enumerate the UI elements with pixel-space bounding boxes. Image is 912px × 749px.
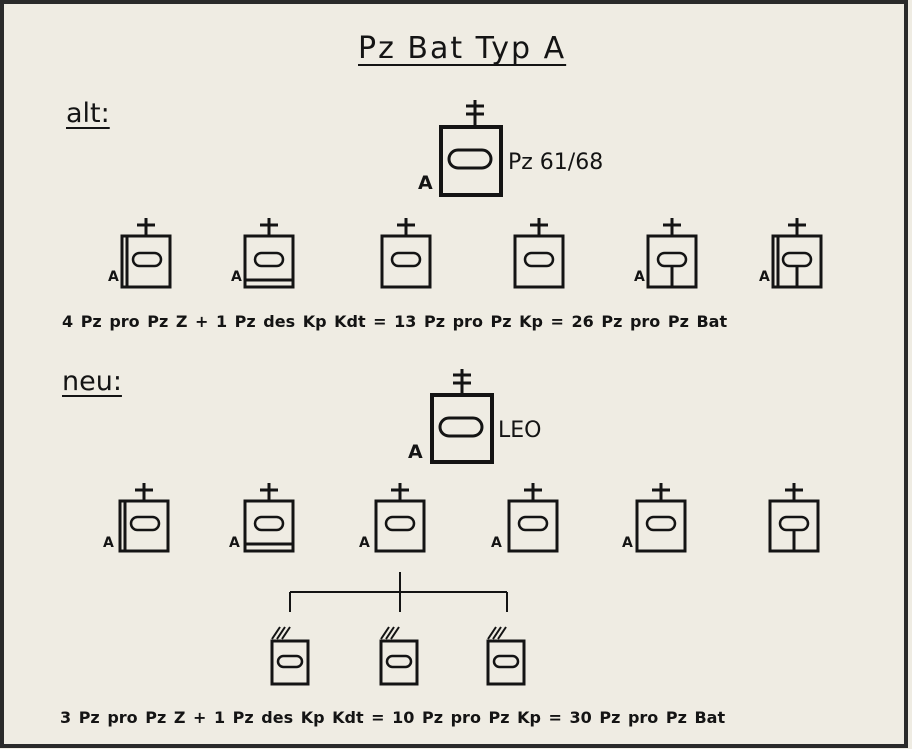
- alt-company-a-label-5: A: [634, 269, 645, 285]
- alt-company-symbol-2: [243, 218, 295, 289]
- platoon-symbol-2: [379, 626, 419, 686]
- alt-company-a-label-6: A: [759, 269, 770, 285]
- neu-company-symbol-5: [635, 483, 687, 553]
- alt-company-symbol-5: [646, 218, 698, 289]
- alt-company-a-label-1: A: [108, 269, 119, 285]
- diagram-title: Pz Bat Typ A: [358, 31, 567, 66]
- neu-company-symbol-6: [768, 483, 820, 553]
- alt-company-symbol-3: [380, 218, 432, 289]
- neu-company-symbol-2: [243, 483, 295, 553]
- alt-hq-a-label: A: [418, 172, 433, 194]
- neu-company-a-label-1: A: [103, 535, 114, 551]
- section-label-alt: alt:: [66, 98, 110, 129]
- neu-company-a-label-3: A: [359, 535, 370, 551]
- neu-hq-a-label: A: [408, 441, 423, 463]
- alt-hq-label: Pz 61/68: [508, 150, 604, 175]
- neu-company-a-label-5: A: [622, 535, 633, 551]
- alt-company-symbol-1: [120, 218, 172, 289]
- section-label-neu: neu:: [62, 366, 122, 397]
- platoon-symbol-1: [270, 626, 310, 686]
- alt-company-a-label-2: A: [231, 269, 242, 285]
- neu-company-symbol-4: [507, 483, 559, 553]
- neu-hq-label: LEO: [498, 418, 542, 443]
- alt-equation: 4 Pz pro Pz Z + 1 Pz des Kp Kdt = 13 Pz …: [62, 312, 728, 331]
- alt-company-symbol-6: [771, 218, 823, 289]
- neu-equation: 3 Pz pro Pz Z + 1 Pz des Kp Kdt = 10 Pz …: [60, 708, 726, 727]
- alt-company-symbol-4: [513, 218, 565, 289]
- neu-battalion-hq-symbol: [430, 369, 494, 464]
- platoon-connector-lines: [289, 572, 508, 612]
- neu-company-a-label-2: A: [229, 535, 240, 551]
- neu-company-a-label-4: A: [491, 535, 502, 551]
- neu-company-symbol-3: [374, 483, 426, 553]
- alt-battalion-hq-symbol: [439, 100, 503, 197]
- platoon-symbol-3: [486, 626, 526, 686]
- neu-company-symbol-1: [118, 483, 170, 553]
